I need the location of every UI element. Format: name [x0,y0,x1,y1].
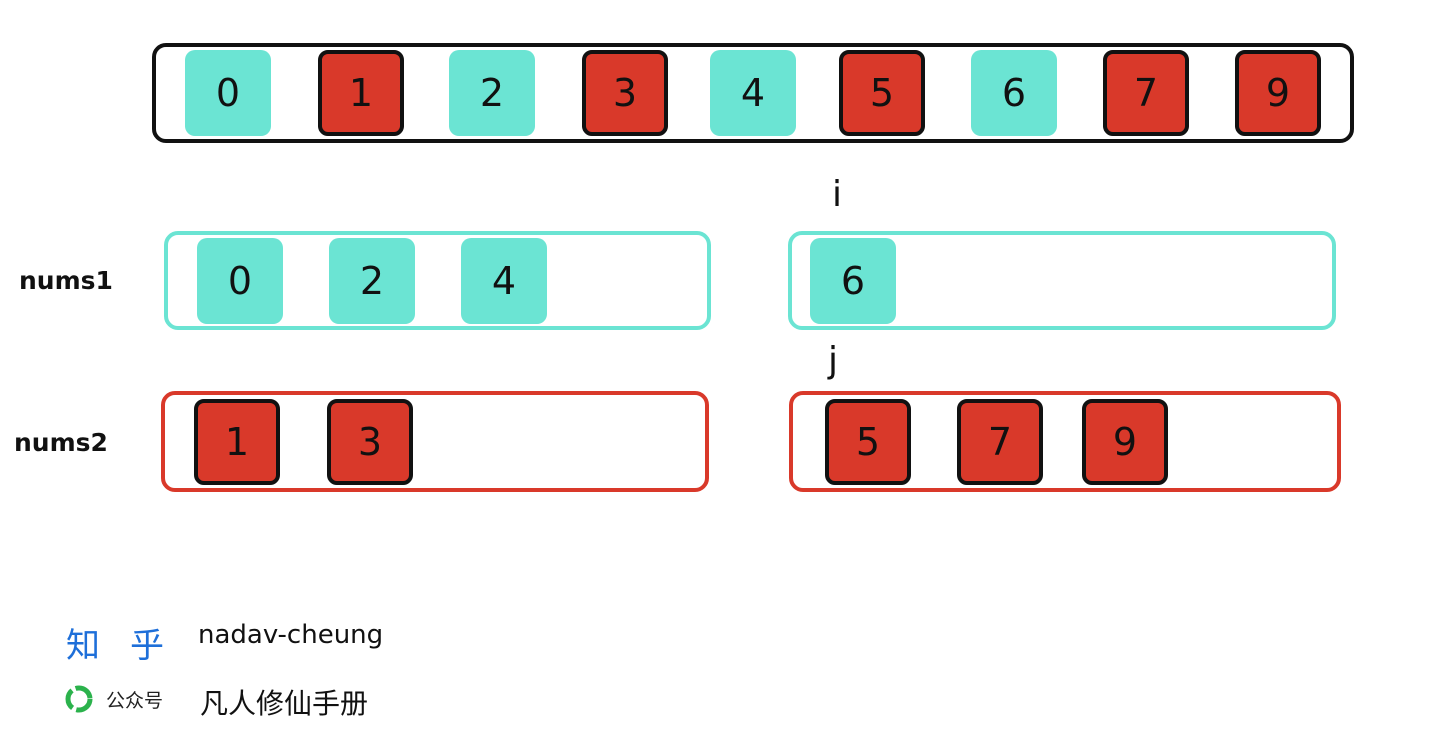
array-cell-teal: 6 [971,50,1057,136]
nums2-cell: 3 [327,399,413,485]
pointer-j: j [828,340,839,381]
array-cell-red: 3 [582,50,668,136]
full-array-container [152,43,1354,143]
nums2-left-container [161,391,709,492]
array-cell-red: 5 [839,50,925,136]
nums1-label: nums1 [19,266,113,295]
wechat-caption: 公众号 [106,690,164,712]
nums2-cell: 7 [957,399,1043,485]
zhihu-logo: 知乎 [66,626,194,666]
array-cell-teal: 0 [185,50,271,136]
nums2-label: nums2 [14,428,108,457]
nums1-cell: 4 [461,238,547,324]
nums1-cell-current: 6 [810,238,896,324]
nums2-cell: 1 [194,399,280,485]
nums1-right-container [788,231,1336,330]
nums2-cell: 9 [1082,399,1168,485]
nums1-cell: 0 [197,238,283,324]
nums2-cell-current: 5 [825,399,911,485]
nums1-left-container [164,231,711,330]
wechat-official-account-icon [65,685,93,713]
array-cell-red: 7 [1103,50,1189,136]
array-cell-red: 9 [1235,50,1321,136]
array-cell-red: 1 [318,50,404,136]
array-cell-teal: 4 [710,50,796,136]
zhihu-author-name: nadav-cheung [198,620,384,650]
nums2-right-container [789,391,1341,492]
array-cell-teal: 2 [449,50,535,136]
wechat-account-name: 凡人修仙手册 [200,687,369,720]
pointer-i: i [832,174,843,215]
nums1-cell: 2 [329,238,415,324]
